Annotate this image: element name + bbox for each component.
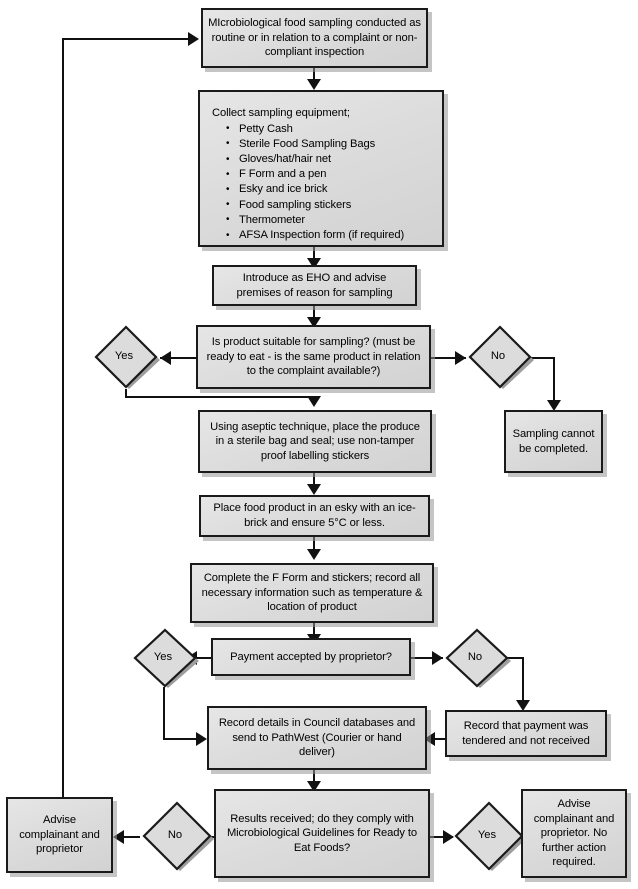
decision-suitable-yes-label: Yes	[114, 350, 134, 362]
decision-suitable-no[interactable]: No	[466, 325, 534, 389]
node-record-council-label: Record details in Council databases and …	[218, 717, 416, 759]
node-product-suitable-question[interactable]: Is product suitable for sampling? (must …	[196, 325, 431, 389]
node-collect-equipment[interactable]: Collect sampling equipment; Petty Cash S…	[198, 90, 444, 247]
connector-suitable-to-yes	[160, 357, 196, 359]
decision-payment-yes-label: Yes	[153, 651, 173, 663]
connector-payment-to-yes	[186, 657, 211, 659]
connector-payment-no-right	[504, 657, 524, 659]
diamond-shape-icon	[468, 325, 534, 389]
node-introduce-eho[interactable]: Introduce as EHO and advise premises of …	[212, 265, 417, 306]
node-fform-label: Complete the F Form and stickers; record…	[201, 572, 423, 614]
arrowhead-record-council-left	[196, 732, 207, 746]
decision-payment-no[interactable]: No	[443, 628, 511, 688]
connector-esky-to-fform	[313, 537, 315, 555]
node-start-label: MIcrobiological food sampling conducted …	[208, 17, 421, 59]
arrowhead-results	[307, 781, 321, 792]
node-record-payment-not-received[interactable]: Record that payment was tendered and not…	[445, 710, 607, 757]
diamond-shape-icon	[94, 325, 160, 389]
node-start[interactable]: MIcrobiological food sampling conducted …	[201, 8, 428, 68]
node-record-council-databases[interactable]: Record details in Council databases and …	[207, 706, 427, 770]
decision-results-no[interactable]: No	[140, 801, 214, 871]
connector-feedback-up	[62, 38, 64, 804]
connector-no-to-advise-left	[118, 836, 140, 838]
node-results-question[interactable]: Results received; do they comply with Mi…	[214, 789, 430, 878]
list-item: Petty Cash	[226, 121, 432, 137]
node-aseptic-technique[interactable]: Using aseptic technique, place the produ…	[198, 410, 432, 473]
decision-payment-yes[interactable]: Yes	[131, 628, 199, 688]
node-sampling-cannot-complete[interactable]: Sampling cannot be completed.	[504, 410, 603, 473]
decision-results-yes-label: Yes	[477, 829, 497, 841]
decision-results-yes[interactable]: Yes	[452, 801, 526, 871]
node-aseptic-label: Using aseptic technique, place the produ…	[210, 420, 420, 462]
arrowhead-results-yes	[443, 830, 454, 844]
arrowhead-equipment	[307, 79, 321, 90]
equipment-lead: Collect sampling equipment;	[212, 107, 350, 119]
list-item: Esky and ice brick	[226, 182, 432, 197]
node-product-suitable-label: Is product suitable for sampling? (must …	[206, 336, 421, 378]
node-place-in-esky[interactable]: Place food product in an esky with an ic…	[199, 495, 430, 537]
arrowhead-cannot-complete	[547, 400, 561, 411]
connector-feedback-right	[62, 38, 195, 40]
connector-payment-yes-right	[163, 738, 205, 740]
arrowhead-fform	[307, 549, 321, 560]
diamond-shape-icon	[142, 801, 214, 871]
connector-fform-to-payment	[313, 623, 315, 639]
arrowhead-suitable-yes	[160, 351, 171, 365]
connector-no-right	[530, 357, 555, 359]
connector-equipment-to-introduce	[313, 247, 315, 263]
list-item: Food sampling stickers	[226, 197, 432, 213]
arrowhead-aseptic	[307, 396, 321, 407]
connector-yes-down	[125, 389, 127, 398]
node-payment-label: Payment accepted by proprietor?	[230, 650, 392, 663]
list-item: Sterile Food Sampling Bags	[226, 136, 432, 152]
node-payment-question[interactable]: Payment accepted by proprietor?	[211, 638, 411, 676]
node-advise-complainant-left[interactable]: Advise complainant and proprietor	[6, 797, 113, 873]
diamond-shape-icon	[454, 801, 526, 871]
connector-not-received-to-council	[427, 738, 445, 740]
arrowhead-payment-no	[432, 651, 443, 665]
connector-introduce-to-suitable	[313, 306, 315, 322]
list-item: AFSA Inspection form (if required)	[226, 228, 432, 243]
connector-start-to-equipment	[313, 68, 315, 85]
arrowhead-suitable-no	[455, 351, 466, 365]
node-complete-f-form[interactable]: Complete the F Form and stickers; record…	[190, 563, 434, 623]
list-item: F Form and a pen	[226, 167, 432, 182]
connector-payment-no-down	[522, 657, 524, 706]
connector-results-to-yes	[430, 836, 453, 838]
list-item: Gloves/hat/hair net	[226, 151, 432, 167]
node-results-label: Results received; do they comply with Mi…	[226, 812, 418, 854]
arrowhead-esky	[307, 484, 321, 495]
decision-suitable-no-label: No	[490, 350, 506, 362]
node-advise-right-label: Advise complainant and proprietor. No fu…	[533, 798, 615, 869]
node-esky-label: Place food product in an esky with an ic…	[213, 502, 416, 529]
connector-yes-right	[125, 396, 314, 398]
list-item: Thermometer	[226, 212, 432, 228]
arrowhead-record-not-received	[516, 700, 530, 711]
arrowhead-advise-left	[113, 830, 124, 844]
decision-payment-no-label: No	[467, 651, 483, 663]
arrowhead-council-right	[424, 732, 435, 746]
node-advise-left-label: Advise complainant and proprietor	[19, 814, 100, 856]
node-cannot-complete-label: Sampling cannot be completed.	[512, 427, 595, 455]
arrowhead-introduce	[307, 258, 321, 269]
decision-results-no-label: No	[167, 829, 183, 841]
node-introduce-label: Introduce as EHO and advise premises of …	[236, 271, 393, 299]
diamond-shape-icon	[133, 628, 199, 688]
connector-suitable-to-no	[431, 357, 466, 359]
connector-no-down	[553, 357, 555, 407]
connector-payment-yes-down	[163, 687, 165, 740]
arrowhead-start-loop	[188, 32, 199, 46]
node-record-not-received-label: Record that payment was tendered and not…	[462, 719, 590, 747]
connector-payment-to-no	[411, 657, 443, 659]
decision-suitable-yes[interactable]: Yes	[92, 325, 160, 389]
diamond-shape-icon	[445, 628, 511, 688]
node-advise-complainant-right[interactable]: Advise complainant and proprietor. No fu…	[521, 789, 627, 878]
connector-aseptic-to-esky	[313, 473, 315, 490]
arrowhead-suitable	[307, 317, 321, 328]
equipment-list: Petty Cash Sterile Food Sampling Bags Gl…	[212, 121, 432, 244]
connector-council-to-results	[313, 770, 315, 787]
